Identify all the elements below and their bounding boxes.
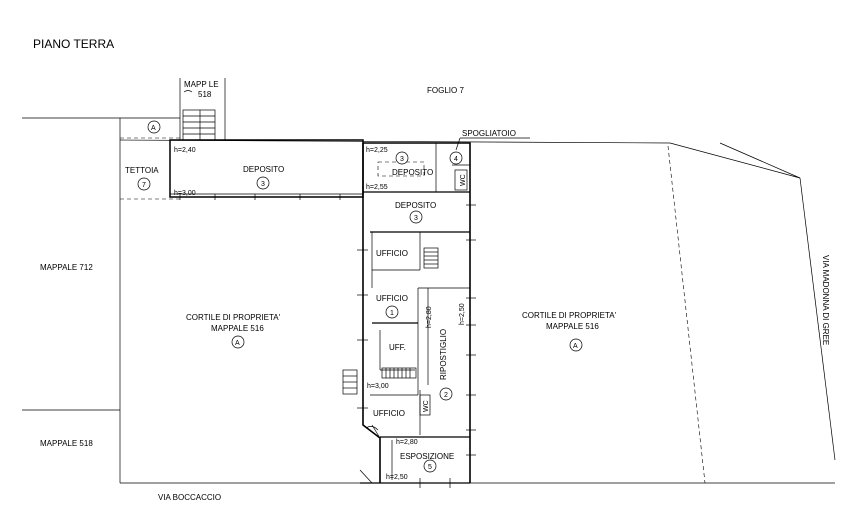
marker-a-top: A: [147, 120, 161, 134]
marker-3-small: 3: [395, 151, 409, 165]
marker-2: 2: [439, 387, 453, 401]
wall-ticks: [179, 194, 476, 488]
marker-4: 4: [449, 151, 463, 165]
ufficio-top-label: UFFICIO: [376, 249, 408, 258]
svg-text:2: 2: [444, 392, 448, 399]
via-boccaccio-label: VIA BOCCACCIO: [158, 493, 221, 502]
deposito-mid-label: DEPOSITO: [395, 201, 436, 210]
height-label-esposizione-bottom: h=2,50: [386, 474, 408, 481]
plan-title: PIANO TERRA: [33, 37, 114, 51]
cortile-east-line1: CORTILE DI PROPRIETA': [522, 311, 617, 320]
mapp-518-block: [179, 78, 226, 141]
marker-3-mid: 3: [409, 210, 423, 224]
cortile-west-line1: CORTILE DI PROPRIETA': [186, 313, 281, 322]
height-label-ripostiglio: h=2,50: [459, 303, 466, 325]
mappale-712-label: MAPPALE 712: [40, 263, 93, 272]
via-madonna-label: VIA MADONNA DI GREE: [821, 255, 830, 345]
height-label-uff: h=3,00: [367, 383, 389, 390]
deposito-small-label: DEPOSITO: [392, 168, 433, 177]
mapp-le-number: 518: [198, 90, 212, 99]
svg-text:A: A: [573, 343, 578, 350]
ufficio-bottom-label: UFFICIO: [373, 409, 405, 418]
svg-text:5: 5: [428, 464, 432, 471]
cortile-east-line2: MAPPALE 516: [546, 322, 599, 331]
spogliatoio-label: SPOGLIATOIO: [462, 129, 516, 138]
svg-text:3: 3: [414, 215, 418, 222]
height-label-deposito-top: h=2,40: [174, 147, 196, 154]
mapp-le-label: MAPP LE: [184, 80, 219, 89]
svg-text:A: A: [151, 125, 156, 132]
marker-5: 5: [423, 459, 437, 473]
height-label-ufficio: h=2,80: [426, 306, 433, 328]
height-label-esposizione-top: h=2,80: [396, 439, 418, 446]
marker-a-east: A: [569, 338, 583, 352]
wc-label-bottom: WC: [423, 400, 430, 412]
building-walls: [342, 142, 471, 484]
esposizione-label: ESPOSIZIONE: [400, 452, 454, 461]
uff-label: UFF.: [389, 343, 406, 352]
marker-a-west: A: [231, 335, 245, 349]
tettoia-label: TETTOIA: [125, 166, 159, 175]
height-label-small-bottom: h=2,55: [366, 184, 388, 191]
mappale-518-label: MAPPALE 518: [40, 439, 93, 448]
marker-1: 1: [385, 305, 399, 319]
foglio-label: FOGLIO 7: [427, 86, 464, 95]
ripostiglio-label: RIPOSTIGLIO: [439, 329, 448, 380]
svg-text:3: 3: [261, 181, 265, 188]
cortile-west-line2: MAPPALE 516: [211, 324, 264, 333]
deposito-west-label: DEPOSITO: [243, 165, 284, 174]
wc-label-top: WC: [460, 174, 467, 186]
height-label-deposito-bottom: h=3,00: [174, 190, 196, 197]
svg-text:3: 3: [400, 156, 404, 163]
svg-text:4: 4: [454, 156, 458, 163]
svg-text:1: 1: [390, 310, 394, 317]
marker-7: 7: [137, 177, 151, 191]
svg-text:7: 7: [142, 182, 146, 189]
marker-3-west: 3: [256, 176, 270, 190]
height-label-small-top: h=2,25: [366, 147, 388, 154]
ufficio-main-label: UFFICIO: [376, 294, 408, 303]
svg-text:A: A: [235, 340, 240, 347]
